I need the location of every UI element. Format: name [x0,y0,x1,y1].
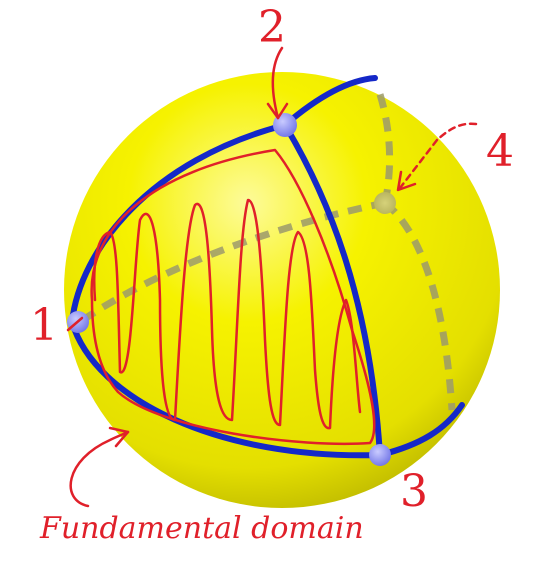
arrowhead-domain [108,426,130,448]
vertex-label-2: 2 [258,2,286,53]
vertex-label-4: 4 [486,126,514,177]
vertex-3 [369,444,391,466]
arrow-4 [435,122,478,142]
vertex-label-1: 1 [30,300,58,351]
arrowhead-4 [396,170,417,192]
annotation-arrows [66,46,478,508]
edge-3-back [377,402,465,458]
arrow-2 [271,46,284,120]
edge-2-3 [282,122,383,458]
fundamental-domain-shading [90,148,376,446]
hidden-edge-4-1 [78,199,386,325]
arrow-1 [66,316,84,332]
domain-hatching [93,198,362,430]
arrow-domain [69,430,130,508]
edge-2-back [282,75,378,128]
vertex-4 [374,192,396,214]
hidden-edge-4-3 [382,200,456,411]
arrow-4-b [398,138,439,190]
arrowhead-2 [266,102,289,120]
vertex-2 [273,113,297,137]
domain-outline [90,148,376,446]
fundamental-domain-caption: Fundamental domain [39,511,364,546]
vertex-label-3: 3 [400,466,428,517]
